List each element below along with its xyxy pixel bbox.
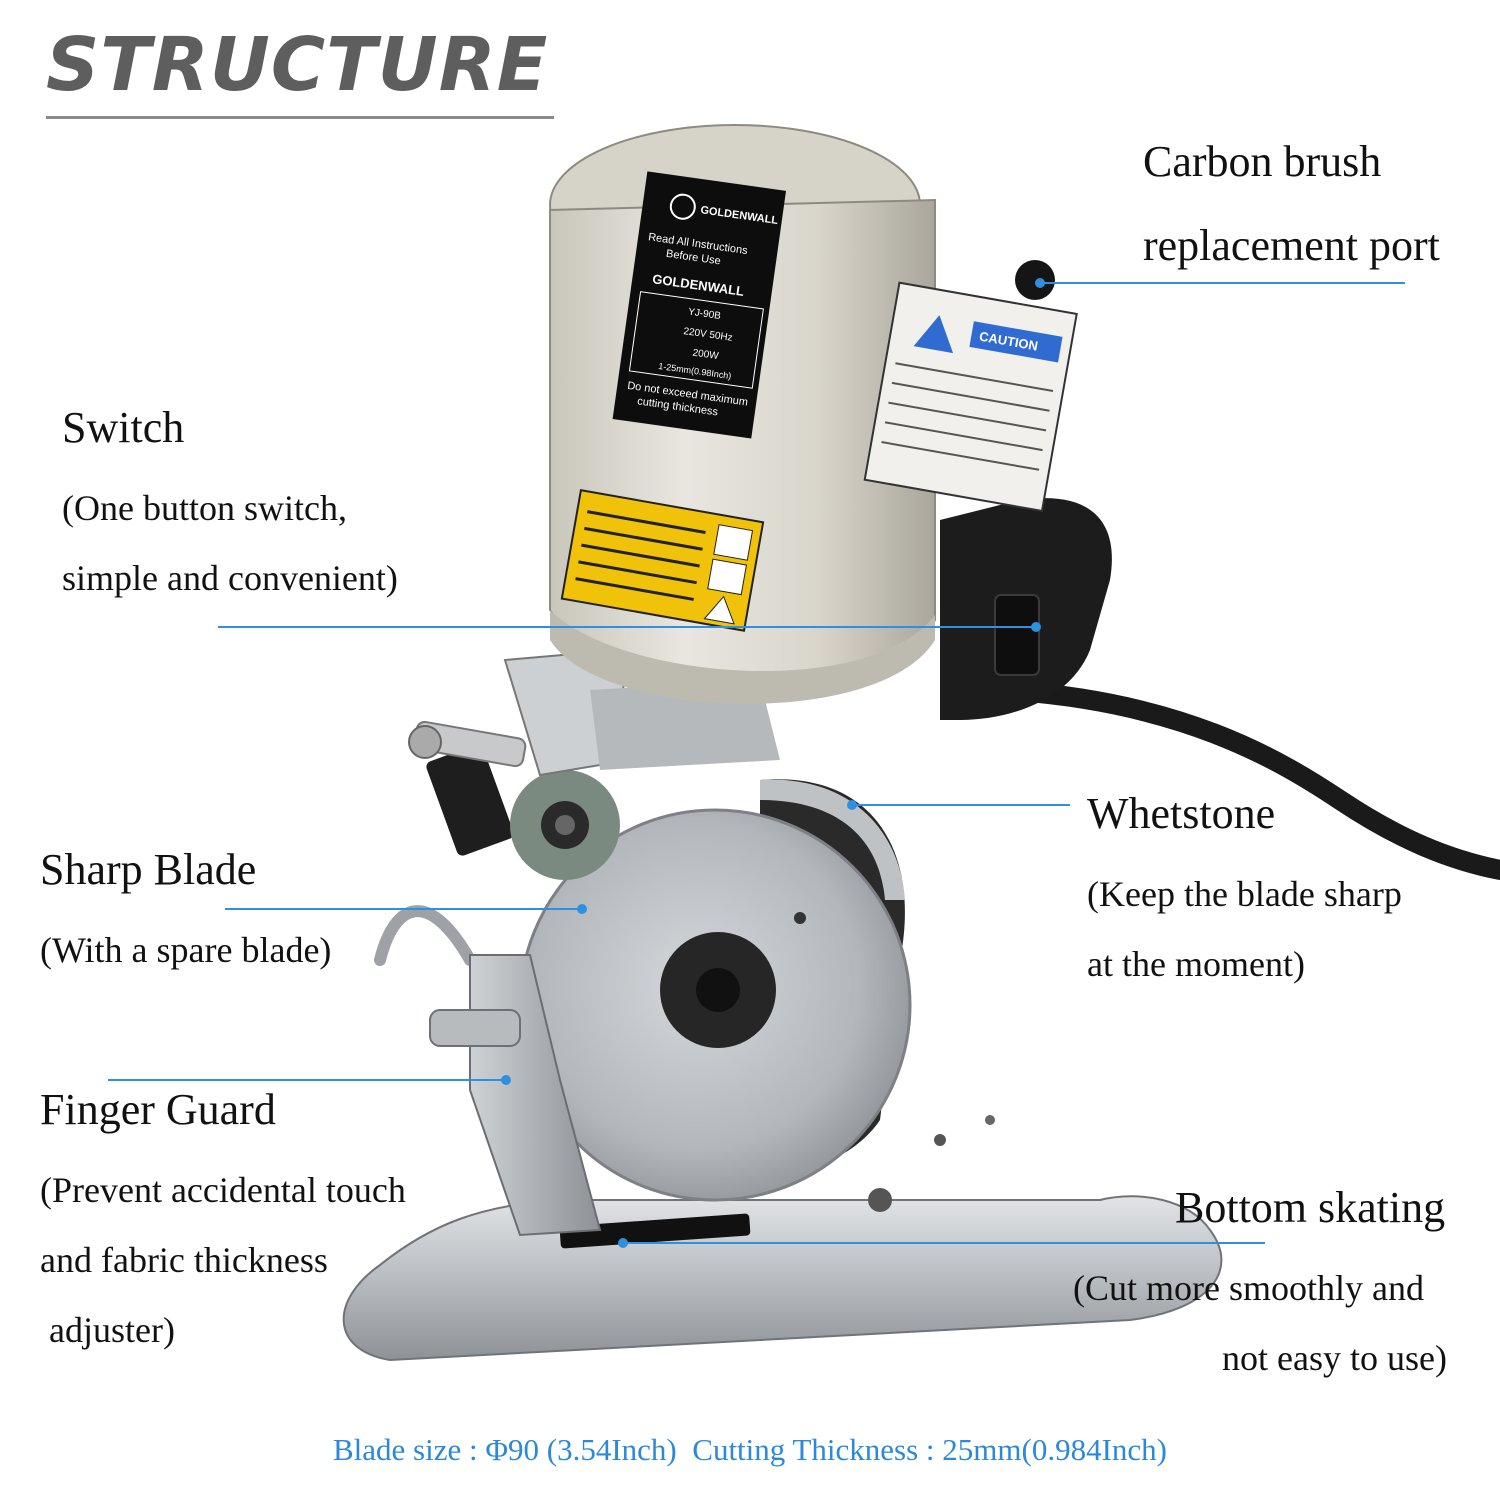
label-bottom-skating-title: Bottom skating (1175, 1183, 1446, 1232)
label-switch-title: Switch (62, 403, 185, 452)
label-bottom-skating-line1: (Cut more smoothly and (1073, 1268, 1424, 1308)
label-switch-line2: simple and convenient) (62, 558, 398, 598)
callout-line-switch (218, 626, 1036, 628)
label-whetstone-line2: at the moment) (1087, 944, 1305, 984)
rocker-switch (994, 594, 1040, 676)
label-whetstone-title: Whetstone (1087, 789, 1276, 838)
spec-separator (677, 1432, 693, 1467)
power-cable (990, 680, 1500, 880)
spec-blade-size: Blade size : Φ90 (3.54Inch) (333, 1432, 677, 1467)
svg-text:YJ-90B: YJ-90B (687, 307, 721, 323)
warning-sticker (560, 489, 765, 632)
label-bottom-skating-line2: not easy to use) (1222, 1338, 1447, 1378)
label-whetstone-line1: (Keep the blade sharp (1087, 874, 1402, 914)
callout-dot-carbon-brush (1035, 278, 1045, 288)
label-sharp-blade-title: Sharp Blade (40, 845, 257, 894)
label-sharp-blade-line1: (With a spare blade) (40, 930, 332, 970)
callout-line-sharp-blade (225, 908, 582, 910)
title-underline (46, 116, 554, 119)
callout-dot-whetstone (847, 800, 857, 810)
callout-line-whetstone (852, 804, 1070, 806)
label-finger-guard-line1: (Prevent accidental touch (40, 1170, 406, 1210)
callout-dot-sharp-blade (577, 904, 587, 914)
plate-slot (559, 1213, 751, 1249)
page-title: STRUCTURE (46, 22, 549, 108)
callout-line-carbon-brush (1040, 282, 1405, 284)
label-switch-line1: (One button switch, (62, 488, 347, 528)
callout-line-finger-guard (108, 1079, 506, 1081)
caution-panel: CAUTION (863, 281, 1078, 513)
label-carbon-brush-line1: Carbon brush (1143, 137, 1382, 186)
callout-dot-switch (1031, 622, 1041, 632)
label-carbon-brush-line2: replacement port (1143, 221, 1440, 270)
whetstone-graphic (426, 744, 620, 880)
label-finger-guard-title: Finger Guard (40, 1085, 276, 1134)
callout-dot-finger-guard (501, 1075, 511, 1085)
spec-cutting-thickness: Cutting Thickness : 25mm(0.984Inch) (692, 1432, 1167, 1467)
label-finger-guard-line2: and fabric thickness (40, 1240, 328, 1280)
spec-footer: Blade size : Φ90 (3.54Inch) Cutting Thic… (0, 1434, 1500, 1465)
callout-dot-bottom-skating (618, 1238, 628, 1248)
instruction-label: GOLDENWALL Read All Instructions Before … (612, 171, 787, 439)
svg-text:200W: 200W (692, 348, 720, 363)
adjust-spring (408, 720, 527, 768)
label-finger-guard-line3: adjuster) (40, 1310, 175, 1350)
finger-guard-graphic (374, 905, 602, 1237)
callout-line-bottom-skating (623, 1242, 1265, 1244)
